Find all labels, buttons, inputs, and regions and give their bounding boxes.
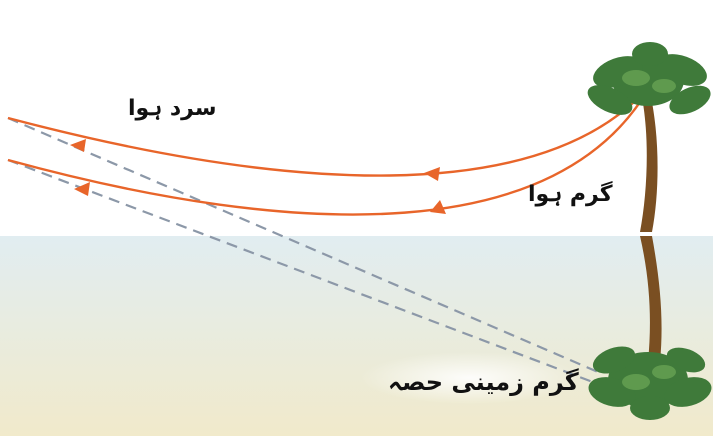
arrowhead-icon <box>430 200 446 214</box>
arrowhead-icon <box>424 167 440 181</box>
arrowhead-icon <box>74 182 90 196</box>
palm-trunk <box>640 84 658 232</box>
cold-air-label: سرد ہوا <box>128 96 217 121</box>
warm-air-label: گرم ہوا <box>528 182 613 207</box>
hot-ground-label: گرم زمینی حصہ <box>388 368 579 396</box>
arrowhead-icon <box>70 139 86 152</box>
ray-upper <box>8 86 650 176</box>
hot-ground-area <box>0 236 713 436</box>
